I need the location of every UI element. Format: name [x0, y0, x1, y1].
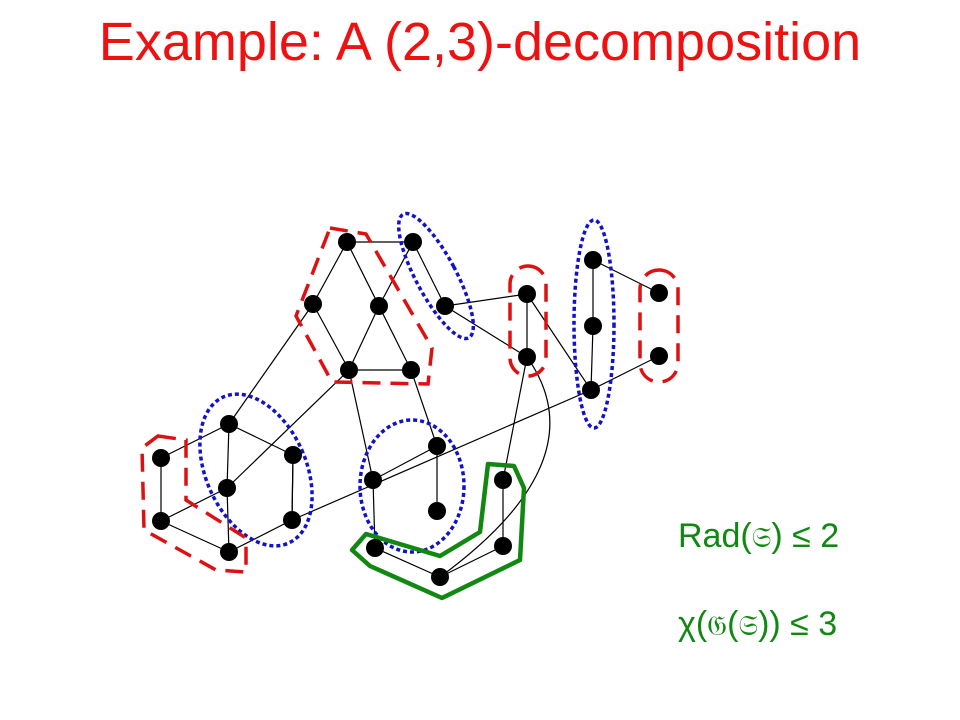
graph-edge [444, 305, 528, 358]
radius-formula-tail: ) ≤ 2 [771, 517, 840, 555]
chromatic-bound-formula: χ(𝔊(𝔖)) ≤ 3 [678, 604, 837, 646]
graph-edge [444, 293, 528, 307]
chromatic-formula-lead: χ( [678, 605, 708, 643]
graph-vertex [584, 317, 602, 335]
graph-edge [410, 369, 438, 447]
graph-vertex [494, 471, 512, 489]
graph-vertex [436, 297, 454, 315]
graph-vertex [220, 543, 238, 561]
graph-edge [226, 487, 230, 553]
graph-vertex [152, 449, 170, 467]
graph-edge [412, 241, 446, 307]
graph-vertex [582, 381, 600, 399]
radius-formula-lead: Rad( [678, 517, 752, 555]
radius-bound-formula: Rad(𝔖) ≤ 2 [678, 516, 839, 558]
graph-edge [291, 454, 294, 521]
cluster-outline-green [349, 461, 527, 601]
cluster-outline-blue [358, 418, 466, 554]
graph-vertex [650, 347, 668, 365]
graph-vertex [284, 446, 302, 464]
graph-vertex [428, 437, 446, 455]
graph-vertex [518, 348, 536, 366]
graph-edge [590, 325, 594, 391]
cluster-graph-symbol: 𝔊 [707, 609, 728, 642]
graph-edge [228, 423, 294, 456]
graph-vertex [428, 502, 446, 520]
graph-vertex [338, 233, 356, 251]
cluster-outline-blue [572, 218, 616, 430]
graph-edge [348, 369, 374, 481]
graph-edge [291, 389, 592, 521]
graph-vertex [340, 361, 358, 379]
graph-edge [228, 519, 293, 553]
graph-edge [312, 303, 350, 371]
graph-vertex [402, 361, 420, 379]
cluster-outline-red [638, 268, 680, 384]
graph-vertex [152, 512, 170, 530]
slide-title: Example: A (2,3)-decomposition [98, 12, 862, 72]
graph-edge [348, 305, 380, 371]
graph-vertex [518, 285, 536, 303]
cluster-outline-red [294, 226, 434, 386]
graph-edge [526, 293, 592, 391]
graph-vertex [220, 415, 238, 433]
graph-vertex [494, 537, 512, 555]
cluster-set-symbol-inner: 𝔖 [738, 609, 759, 642]
graph-edge [160, 423, 230, 459]
cluster-outline-blue [198, 392, 314, 548]
graph-vertex [218, 479, 236, 497]
graph-vertex [431, 568, 449, 586]
cluster-set-symbol: 𝔖 [751, 521, 772, 554]
graph-vertex [304, 295, 322, 313]
graph-edge [378, 241, 414, 307]
cluster-outline-blue [396, 211, 476, 341]
chromatic-formula-tail: )) ≤ 3 [758, 605, 838, 643]
graph-edge [374, 547, 441, 578]
graph-vertex [366, 539, 384, 557]
graph-vertex [404, 233, 422, 251]
graph-vertex [584, 251, 602, 269]
graph-edge [592, 259, 660, 294]
cluster-outline-red [508, 264, 548, 378]
graph-vertex [364, 471, 382, 489]
graph-edge [226, 423, 230, 489]
graph-edge [502, 356, 528, 481]
graph-edge [590, 355, 660, 391]
graph-vertex [283, 511, 301, 529]
graph-vertex [650, 284, 668, 302]
chromatic-formula-mid: ( [727, 605, 739, 643]
graph-vertex [370, 297, 388, 315]
graph-edge [439, 356, 551, 578]
graph-edge [372, 445, 438, 481]
graph-edge [439, 545, 504, 578]
graph-edge [312, 241, 348, 305]
graph-edge [160, 520, 230, 553]
